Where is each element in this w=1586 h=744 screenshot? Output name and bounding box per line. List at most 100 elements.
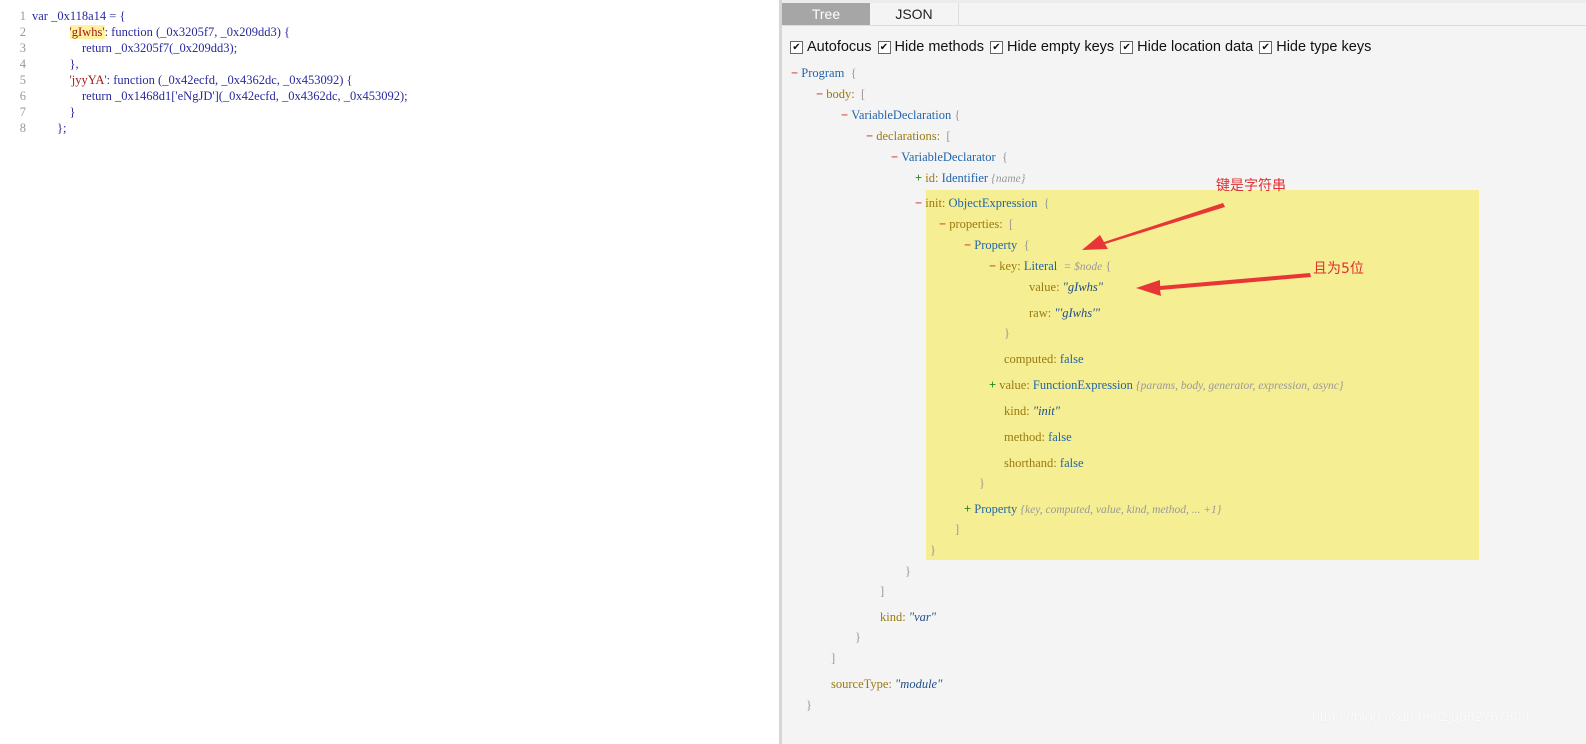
node-key: init: <box>925 196 946 210</box>
tree-leaf-source-type[interactable]: sourceType: "module" <box>831 676 942 692</box>
checkbox-checked-icon[interactable]: ✔ <box>1259 40 1273 54</box>
code-line-2: 2 'gIwhs': function (_0x3205f7, _0x209dd… <box>0 24 290 40</box>
node-summary: {key, computed, value, kind, method, ...… <box>1020 504 1222 516</box>
tree-node-init[interactable]: − init: ObjectExpression { <box>915 196 1050 210</box>
tree-close-brace: } <box>806 698 812 712</box>
expand-icon[interactable]: + <box>915 171 926 185</box>
annotation-five-chars: 且为5位 <box>1313 261 1364 277</box>
tree-node-variable-declarator[interactable]: − VariableDeclarator { <box>891 150 1008 164</box>
line-number: 6 <box>19 89 26 103</box>
tab-tree[interactable]: Tree <box>782 3 870 25</box>
expand-icon[interactable]: + <box>964 502 975 516</box>
tree-leaf-kind[interactable]: kind: "init" <box>1004 403 1060 419</box>
tree-leaf-value[interactable]: value: "gIwhs" <box>1029 279 1103 295</box>
option-label: Hide type keys <box>1276 39 1372 55</box>
tree-node-declarations[interactable]: − declarations: [ <box>866 129 951 143</box>
ast-tree: − Program { − body: [ − VariableDeclarat… <box>782 3 1586 744</box>
node-value: "module" <box>895 677 943 691</box>
tree-leaf-computed[interactable]: computed: false <box>1004 351 1084 367</box>
line-number: 2 <box>19 25 26 39</box>
tree-close-bracket: ] <box>831 651 836 665</box>
code-line-3: 3 return _0x3205f7(_0x209dd3); <box>0 40 237 56</box>
node-type: Literal <box>1023 259 1058 273</box>
tree-node-variable-declaration[interactable]: − VariableDeclaration { <box>841 108 961 122</box>
tab-json[interactable]: JSON <box>870 3 959 25</box>
tree-node-id[interactable]: + id: Identifier {name} <box>915 170 1025 186</box>
node-type: FunctionExpression <box>1032 378 1133 392</box>
tree-close-bracket: ] <box>955 522 960 536</box>
collapse-icon[interactable]: − <box>791 66 802 80</box>
tree-leaf-var-kind[interactable]: kind: "var" <box>880 609 936 625</box>
option-autofocus[interactable]: ✔Autofocus <box>790 39 872 55</box>
tree-node-program[interactable]: − Program { <box>791 66 857 80</box>
node-type: VariableDeclarator <box>901 150 996 164</box>
option-hide-location-data[interactable]: ✔Hide location data <box>1120 39 1253 55</box>
collapse-icon[interactable]: − <box>939 217 950 231</box>
tree-leaf-raw[interactable]: raw: "'gIwhs'" <box>1029 305 1100 321</box>
node-ref: = $node <box>1063 261 1103 273</box>
code-string-key: 'jyyYA' <box>69 73 107 87</box>
collapse-icon[interactable]: − <box>816 87 827 101</box>
node-key: id: <box>925 171 939 185</box>
checkbox-checked-icon[interactable]: ✔ <box>1120 40 1134 54</box>
code-line-5: 5 'jyyYA': function (_0x42ecfd, _0x4362d… <box>0 72 353 88</box>
expand-icon[interactable]: + <box>989 378 1000 392</box>
code-text: var _0x118a14 = { <box>32 9 126 23</box>
code-indent <box>32 25 70 39</box>
top-strip <box>0 0 1586 3</box>
node-type: Program <box>801 66 845 80</box>
collapse-icon[interactable]: − <box>989 259 1000 273</box>
node-value: false <box>1059 352 1084 366</box>
node-summary: {name} <box>991 173 1026 185</box>
tree-close-brace: } <box>979 476 985 490</box>
node-type: Property <box>974 238 1018 252</box>
collapse-icon[interactable]: − <box>891 150 902 164</box>
panel-splitter[interactable] <box>779 0 782 744</box>
tree-node-properties[interactable]: − properties: [ <box>939 217 1014 231</box>
option-label: Hide empty keys <box>1006 39 1115 55</box>
tree-node-key[interactable]: − key: Literal = $node { <box>989 259 1112 273</box>
line-number: 8 <box>19 121 26 135</box>
node-type: Property <box>974 502 1018 516</box>
collapse-icon[interactable]: − <box>915 196 926 210</box>
collapse-icon[interactable]: − <box>866 129 877 143</box>
checkbox-checked-icon[interactable]: ✔ <box>877 40 891 54</box>
node-key: kind: <box>1004 404 1030 418</box>
tree-leaf-method[interactable]: method: false <box>1004 429 1072 445</box>
option-hide-empty-keys[interactable]: ✔Hide empty keys <box>989 39 1115 55</box>
code-text: } <box>32 105 76 119</box>
node-summary: {params, body, generator, expression, as… <box>1136 380 1344 392</box>
option-hide-type-keys[interactable]: ✔Hide type keys <box>1259 39 1371 55</box>
tree-node-fn-value[interactable]: + value: FunctionExpression {params, bod… <box>989 377 1344 393</box>
line-number: 7 <box>19 105 26 119</box>
code-text: }; <box>32 121 67 135</box>
node-key: raw: <box>1029 306 1052 320</box>
node-key: value: <box>1029 280 1060 294</box>
checkbox-checked-icon[interactable]: ✔ <box>989 40 1003 54</box>
code-text: return _0x1468d1['eNgJD'](_0x42ecfd, _0x… <box>32 89 408 103</box>
tree-leaf-shorthand[interactable]: shorthand: false <box>1004 455 1084 471</box>
node-type: Identifier <box>941 171 989 185</box>
tree-node-property-2[interactable]: + Property {key, computed, value, kind, … <box>964 501 1221 517</box>
collapse-icon[interactable]: − <box>964 238 975 252</box>
ast-panel: Tree JSON ✔Autofocus ✔Hide methods ✔Hide… <box>782 3 1586 744</box>
option-hide-methods[interactable]: ✔Hide methods <box>877 39 984 55</box>
tree-close-brace: } <box>930 543 936 557</box>
checkbox-checked-icon[interactable]: ✔ <box>790 40 803 54</box>
node-value: "init" <box>1032 404 1060 418</box>
annotation-key-is-string: 键是字符串 <box>1216 178 1286 194</box>
code-text: }, <box>32 57 79 71</box>
node-key: sourceType: <box>831 677 892 691</box>
tree-node-body[interactable]: − body: [ <box>816 87 866 101</box>
code-line-8: 8 }; <box>0 120 67 136</box>
tab-bar: Tree JSON <box>782 3 1586 26</box>
code-line-4: 4 }, <box>0 56 79 72</box>
node-key: computed: <box>1004 352 1057 366</box>
highlight-region <box>926 190 1479 560</box>
tree-close-brace: } <box>855 630 861 644</box>
collapse-icon[interactable]: − <box>841 108 852 122</box>
tree-node-property[interactable]: − Property { <box>964 238 1030 252</box>
code-string-key: 'gIwhs' <box>69 25 105 39</box>
